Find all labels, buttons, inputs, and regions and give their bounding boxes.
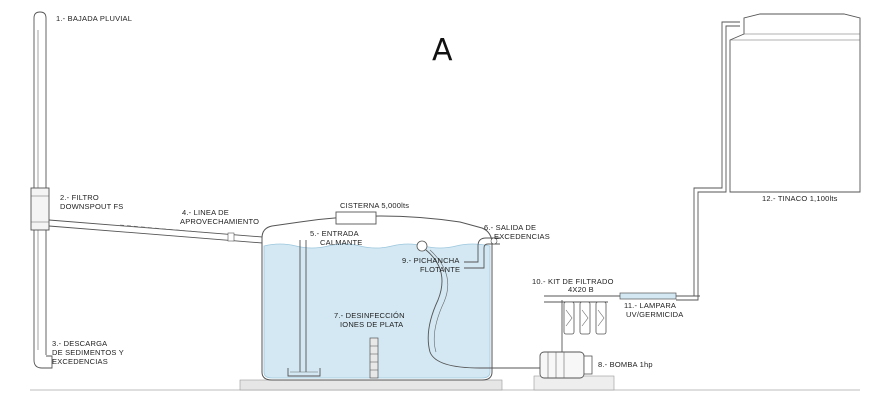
supply-pipe xyxy=(676,21,740,301)
label-1: 1.- BAJADA PLUVIAL xyxy=(56,14,132,23)
label-2-line1: 2.- FILTRO xyxy=(60,193,99,202)
label-4-line1: 4.- LINEA DE xyxy=(182,208,229,217)
silver-ion-disinfector xyxy=(369,337,379,379)
calming-inlet xyxy=(287,240,321,377)
label-10-line1: 10.- KIT DE FILTRADO xyxy=(532,277,614,286)
label-6-line2: EXCEDENCIAS xyxy=(494,232,550,241)
label-2-line2: DOWNSPOUT FS xyxy=(60,202,124,211)
downspout-filter xyxy=(30,187,50,231)
cistern-base-slab xyxy=(239,379,503,391)
label-7-line2: IONES DE PLATA xyxy=(340,320,403,329)
overflow-outlet xyxy=(464,237,500,269)
label-11-line1: 11.- LAMPARA xyxy=(624,301,676,310)
pump xyxy=(500,300,593,379)
label-12: 12.- TINACO 1,100lts xyxy=(762,194,838,203)
harvesting-line xyxy=(48,219,301,247)
label-5-line2: CALMANTE xyxy=(320,238,362,247)
label-3-line1: 3.- DESCARGA xyxy=(52,339,107,348)
label-11-line2: UV/GERMICIDA xyxy=(626,310,683,319)
label-5-line1: 5.- ENTRADA xyxy=(310,229,359,238)
label-7-line1: 7.- DESINFECCIÓN xyxy=(334,311,405,320)
label-10-line2: 4X20 B xyxy=(568,285,594,294)
floating-suction xyxy=(416,240,500,369)
label-9-line2: FLOTANTE xyxy=(420,265,460,274)
label-4-line2: APROVECHAMIENTO xyxy=(180,217,259,226)
label-cisterna: CISTERNA 5,000lts xyxy=(340,201,409,210)
label-3-line2: DE SEDIMENTOS Y xyxy=(52,348,124,357)
elevated-tank xyxy=(729,13,861,193)
label-8: 8.- BOMBA 1hp xyxy=(598,360,653,369)
diagram-letter: A xyxy=(432,33,453,68)
label-9-line1: 9.- PICHANCHA xyxy=(402,256,460,265)
uv-lamp xyxy=(619,292,677,300)
label-3-line3: EXCEDENCIAS xyxy=(52,357,108,366)
label-6-line1: 6.- SALIDA DE xyxy=(484,223,536,232)
